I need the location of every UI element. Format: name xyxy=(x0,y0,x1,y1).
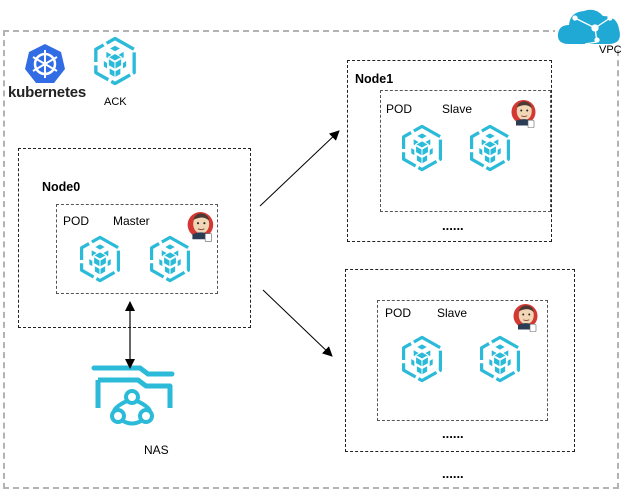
kubernetes-label: kubernetes xyxy=(8,84,87,101)
pod-slave-2-role: Slave xyxy=(437,306,468,320)
nas-label: NAS xyxy=(144,443,169,457)
kubernetes-logo-icon xyxy=(23,43,67,85)
vpc-boundary xyxy=(3,30,619,489)
node-1-label: Node1 xyxy=(355,72,394,86)
node-1-more: ...... xyxy=(442,218,464,233)
ack-label: ACK xyxy=(104,96,127,108)
vpc-cloud-icon xyxy=(555,4,625,46)
pod-master-label: POD xyxy=(63,214,90,228)
arrow-node0-to-node2 xyxy=(262,289,333,357)
nas-folder-icon xyxy=(91,364,176,430)
arrow-node0-to-node1 xyxy=(259,130,340,207)
pod-master-role: Master xyxy=(113,214,150,228)
pod-slave-2-label: POD xyxy=(385,306,412,320)
pod-slave-1-label: POD xyxy=(386,102,413,116)
more-nodes: ...... xyxy=(442,466,464,481)
vpc-label: VPC xyxy=(599,44,622,56)
node-0-label: Node0 xyxy=(42,180,81,194)
node-2-more: ...... xyxy=(442,426,464,441)
pod-slave-1-role: Slave xyxy=(442,102,473,116)
